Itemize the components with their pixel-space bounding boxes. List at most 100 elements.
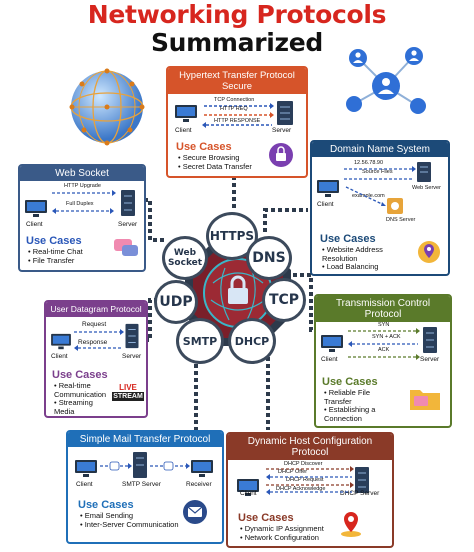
https-use-cases-title: Use Cases	[176, 141, 232, 153]
websocket-use-cases-list: Real-time Chat File Transfer	[28, 247, 83, 266]
client-computer-icon	[237, 479, 259, 496]
smtp-card-title: Simple Mail Transfer Protocol	[68, 432, 222, 447]
tcp-arrows	[348, 328, 420, 360]
location-globe-icon	[418, 241, 440, 263]
page-subtitle: Summarized	[150, 28, 324, 57]
user-network-icon	[346, 47, 426, 114]
dns-card-title: Domain Name System	[312, 142, 448, 157]
client-computer-icon	[51, 333, 71, 350]
tcp-use-cases-title: Use Cases	[322, 376, 378, 388]
live-stream-badge-bottom: STREAM	[112, 392, 144, 401]
tcp-server-label: Server	[420, 356, 440, 363]
https-client-label: Client	[175, 127, 192, 134]
list-item: Real-time Chat	[28, 247, 83, 257]
mail-icon	[183, 500, 207, 524]
dhcp-client-label: Client	[240, 490, 257, 497]
dns-use-cases-list: Website Address Resolution Load Balancin…	[322, 245, 404, 272]
dhcp-arrow-label-4: DHCP Acknowledge	[276, 486, 326, 492]
websocket-arrow-label-2: Full Duplex	[66, 201, 94, 207]
tcp-card: Transmission Control Protocol Client Ser…	[314, 294, 452, 428]
dns-source-label: Source Files	[362, 169, 393, 175]
client-computer-icon	[321, 335, 343, 352]
chat-bubble-icon	[114, 239, 138, 256]
web-server-icon	[417, 162, 431, 182]
receiver-computer-icon	[191, 460, 213, 477]
client-computer-icon	[317, 180, 339, 197]
list-item: Email Sending	[80, 511, 179, 521]
server-icon	[423, 327, 437, 353]
https-server-label: Server	[272, 127, 292, 134]
globe-network-icon	[69, 68, 145, 146]
list-item: Streaming Media	[54, 398, 114, 416]
https-use-cases-list: Secure Browsing Secret Data Transfer	[178, 153, 252, 172]
dhcp-arrow-label-2: DHCP Offer	[278, 469, 308, 475]
dhcp-use-cases-title: Use Cases	[238, 512, 294, 524]
websocket-card-title: Web Socket	[20, 166, 144, 181]
dns-use-cases-title: Use Cases	[320, 233, 376, 245]
dns-query-label: example.com	[352, 193, 385, 199]
websocket-use-cases-title: Use Cases	[26, 235, 82, 247]
page-title: Networking Protocols	[87, 0, 387, 29]
udp-arrow-label-2: Response	[78, 339, 108, 346]
udp-card-title: User Datagram Protocol	[46, 302, 146, 317]
list-item: Website Address Resolution	[322, 245, 404, 263]
dhcp-card: Dynamic Host Configuration Protocol Clie…	[226, 432, 394, 548]
list-item: Dynamic IP Assignment	[240, 524, 324, 534]
dns-card: Domain Name System Client Web Server DNS…	[310, 140, 450, 276]
udp-client-label: Client	[51, 353, 68, 360]
https-arrows	[202, 103, 274, 128]
smtp-client-label: Client	[76, 481, 93, 488]
hub-node-tcp: TCP	[262, 278, 306, 322]
udp-arrows	[74, 329, 124, 351]
websocket-arrow-label-1: HTTP Upgrade	[64, 183, 101, 189]
hub-node-udp: UDP	[154, 280, 198, 324]
list-item: Secure Browsing	[178, 153, 252, 163]
dns-server-icon	[387, 198, 403, 214]
dhcp-use-cases-list: Dynamic IP Assignment Network Configurat…	[240, 524, 324, 542]
encrypted-badge-icon	[269, 143, 293, 167]
dhcp-arrow-label-1: DHCP Discover	[284, 461, 323, 467]
dhcp-card-title: Dynamic Host Configuration Protocol	[228, 434, 392, 460]
udp-use-cases-title: Use Cases	[52, 369, 108, 381]
websocket-server-label: Server	[118, 221, 138, 228]
list-item: Load Balancing	[322, 263, 404, 272]
server-icon	[277, 101, 293, 125]
dns-arrows	[344, 166, 416, 206]
https-arrow-label-1: TCP Connection	[214, 97, 255, 103]
server-icon	[125, 323, 139, 349]
list-item: Inter-Server Communication	[80, 520, 179, 530]
dhcp-arrows	[266, 466, 354, 495]
list-item: File Transfer	[28, 256, 83, 266]
server-icon	[121, 190, 135, 216]
tcp-arrow-label-1: SYN	[378, 322, 390, 328]
tcp-use-cases-list: Reliable File Transfer Establishing a Co…	[324, 388, 394, 423]
location-pin-icon	[341, 512, 361, 537]
client-computer-icon	[75, 460, 97, 477]
dhcp-server-label: DHCP Server	[340, 490, 380, 497]
hub-node-smtp: SMTP	[176, 318, 224, 364]
list-item: Secret Data Transfer	[178, 162, 252, 172]
smtp-server-label: SMTP Server	[122, 481, 161, 488]
udp-server-label: Server	[122, 353, 142, 360]
client-computer-icon	[175, 105, 197, 122]
hub-node-websocket: Web Socket	[162, 236, 208, 280]
tcp-arrow-label-2: SYN + ACK	[372, 334, 401, 340]
websocket-card: Web Socket Client Server HTTP Upgrade Fu…	[18, 164, 146, 272]
hub-node-dhcp: DHCP	[228, 318, 276, 364]
client-computer-icon	[25, 200, 47, 217]
dhcp-arrow-label-3: DHCP Request	[286, 477, 324, 483]
https-card: Hypertext Transfer Protocol Secure Clien…	[166, 66, 308, 178]
smtp-use-cases-list: Email Sending Inter-Server Communication	[80, 511, 179, 530]
list-item: Real-time Communication	[54, 381, 114, 399]
udp-card: User Datagram Protocol Client Server Req…	[44, 300, 148, 418]
smtp-card: Simple Mail Transfer Protocol Client SMT…	[66, 430, 224, 544]
tcp-card-title: Transmission Control Protocol	[316, 296, 450, 322]
dhcp-server-icon	[355, 467, 369, 493]
dns-ip-label: 12.56.78.90	[354, 160, 384, 166]
dns-client-label: Client	[317, 201, 334, 208]
list-item: Reliable File Transfer	[324, 388, 394, 406]
dns-web-server-label: Web Server	[412, 185, 441, 191]
https-arrow-label-3: HTTP RESPONSE	[214, 118, 261, 124]
smtp-use-cases-title: Use Cases	[78, 499, 134, 511]
smtp-receiver-label: Receiver	[186, 481, 212, 488]
